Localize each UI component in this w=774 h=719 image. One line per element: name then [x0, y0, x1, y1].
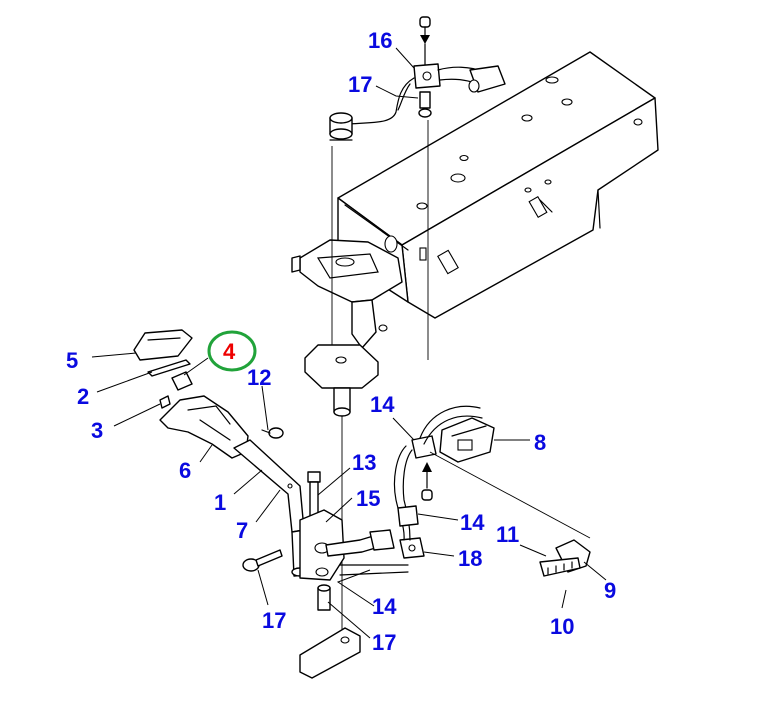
callout-6[interactable]: 6	[179, 458, 191, 483]
callout-14-upper[interactable]: 14	[370, 392, 395, 417]
highlight-ring	[207, 330, 257, 372]
callout-2[interactable]: 2	[77, 384, 89, 409]
callout-5[interactable]: 5	[66, 348, 78, 373]
callout-8[interactable]: 8	[534, 430, 546, 455]
callout-18[interactable]: 18	[458, 546, 482, 571]
top-sensor-assembly	[329, 16, 506, 360]
callout-17-left[interactable]: 17	[262, 608, 286, 633]
callout-16[interactable]: 16	[368, 28, 392, 53]
callout-10[interactable]: 10	[550, 614, 574, 639]
callout-11[interactable]: 11	[496, 522, 519, 547]
callout-14-lower[interactable]: 14	[372, 594, 397, 619]
callout-1[interactable]: 1	[214, 490, 226, 515]
callout-13[interactable]: 13	[352, 450, 376, 475]
callout-17-top[interactable]: 17	[348, 72, 372, 97]
right-harness	[393, 405, 591, 577]
callout-9[interactable]: 9	[604, 578, 616, 603]
callout-17-bottom[interactable]: 17	[372, 630, 396, 655]
callout-15[interactable]: 15	[356, 486, 380, 511]
callout-labels: 16 17 5 4 2 3 12 6 1 7 13 15 14 8 14 11 …	[66, 28, 616, 655]
callout-7[interactable]: 7	[236, 518, 248, 543]
callout-12[interactable]: 12	[247, 365, 271, 390]
lower-bracket	[242, 471, 425, 679]
chassis-frame	[291, 51, 659, 349]
pivot-plate	[304, 344, 379, 640]
callout-14-mid[interactable]: 14	[460, 510, 485, 535]
callout-3[interactable]: 3	[91, 418, 103, 443]
leader-lines	[91, 47, 607, 639]
callout-4[interactable]: 4	[223, 339, 236, 364]
